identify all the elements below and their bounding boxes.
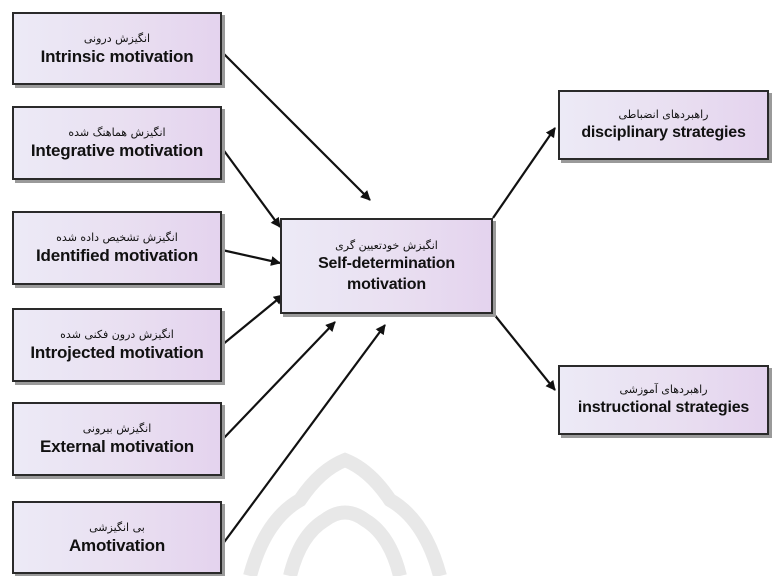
node-self-determination-motivation: انگیزش خودتعیین گری Self-determination m… [280, 218, 493, 314]
node-label-fa: بی انگیزشی [89, 520, 145, 534]
node-label-en: disciplinary strategies [581, 124, 746, 141]
node-label-en: Integrative motivation [30, 141, 204, 160]
node-label-en-line2: motivation [347, 275, 426, 293]
node-label-en: Intrinsic motivation [40, 46, 194, 66]
arrow-intrinsic-to-center [221, 51, 371, 201]
arrow-center-to-disciplinary [492, 127, 556, 219]
node-label-fa: انگیزش درون فکنی شده [60, 328, 174, 341]
arrow-center-to-instructional [492, 312, 556, 391]
node-label-en: External motivation [40, 437, 194, 456]
arrow-introjected-to-center [221, 294, 284, 346]
node-identified-motivation: انگیزش تشخیص داده شده Identified motivat… [12, 211, 222, 285]
arrow-amotivation-to-center [221, 324, 386, 546]
node-label-en-line1: Self-determination [318, 254, 455, 272]
arrow-identified-to-center [221, 248, 281, 266]
node-external-motivation: انگیزش بیرونی External motivation [12, 402, 222, 476]
node-integrative-motivation: انگیزش هماهنگ شده Integrative motivation [12, 106, 222, 180]
node-label-fa: انگیزش تشخیص داده شده [56, 231, 178, 244]
node-disciplinary-strategies: راهبردهای انضباطی disciplinary strategie… [558, 90, 769, 160]
node-label-fa: انگیزش خودتعیین گری [335, 238, 438, 252]
node-amotivation: بی انگیزشی Amotivation [12, 501, 222, 574]
node-instructional-strategies: راهبردهای آموزشی instructional strategie… [558, 365, 769, 435]
node-label-en: instructional strategies [577, 399, 750, 416]
node-introjected-motivation: انگیزش درون فکنی شده Introjected motivat… [12, 308, 222, 382]
node-intrinsic-motivation: انگیزش درونی Intrinsic motivation [12, 12, 222, 85]
node-label-fa: انگیزش درونی [83, 31, 151, 45]
node-label-fa: انگیزش بیرونی [82, 422, 152, 435]
node-label-fa: راهبردهای انضباطی [618, 108, 709, 121]
node-label-fa: انگیزش هماهنگ شده [68, 126, 166, 139]
arrow-external-to-center [221, 321, 336, 441]
node-label-fa: راهبردهای آموزشی [619, 383, 708, 396]
node-label-en: Introjected motivation [30, 343, 204, 362]
node-label-en: Identified motivation [35, 246, 199, 265]
node-label-en: Amotivation [68, 535, 166, 555]
arrow-integrative-to-center [221, 147, 281, 228]
